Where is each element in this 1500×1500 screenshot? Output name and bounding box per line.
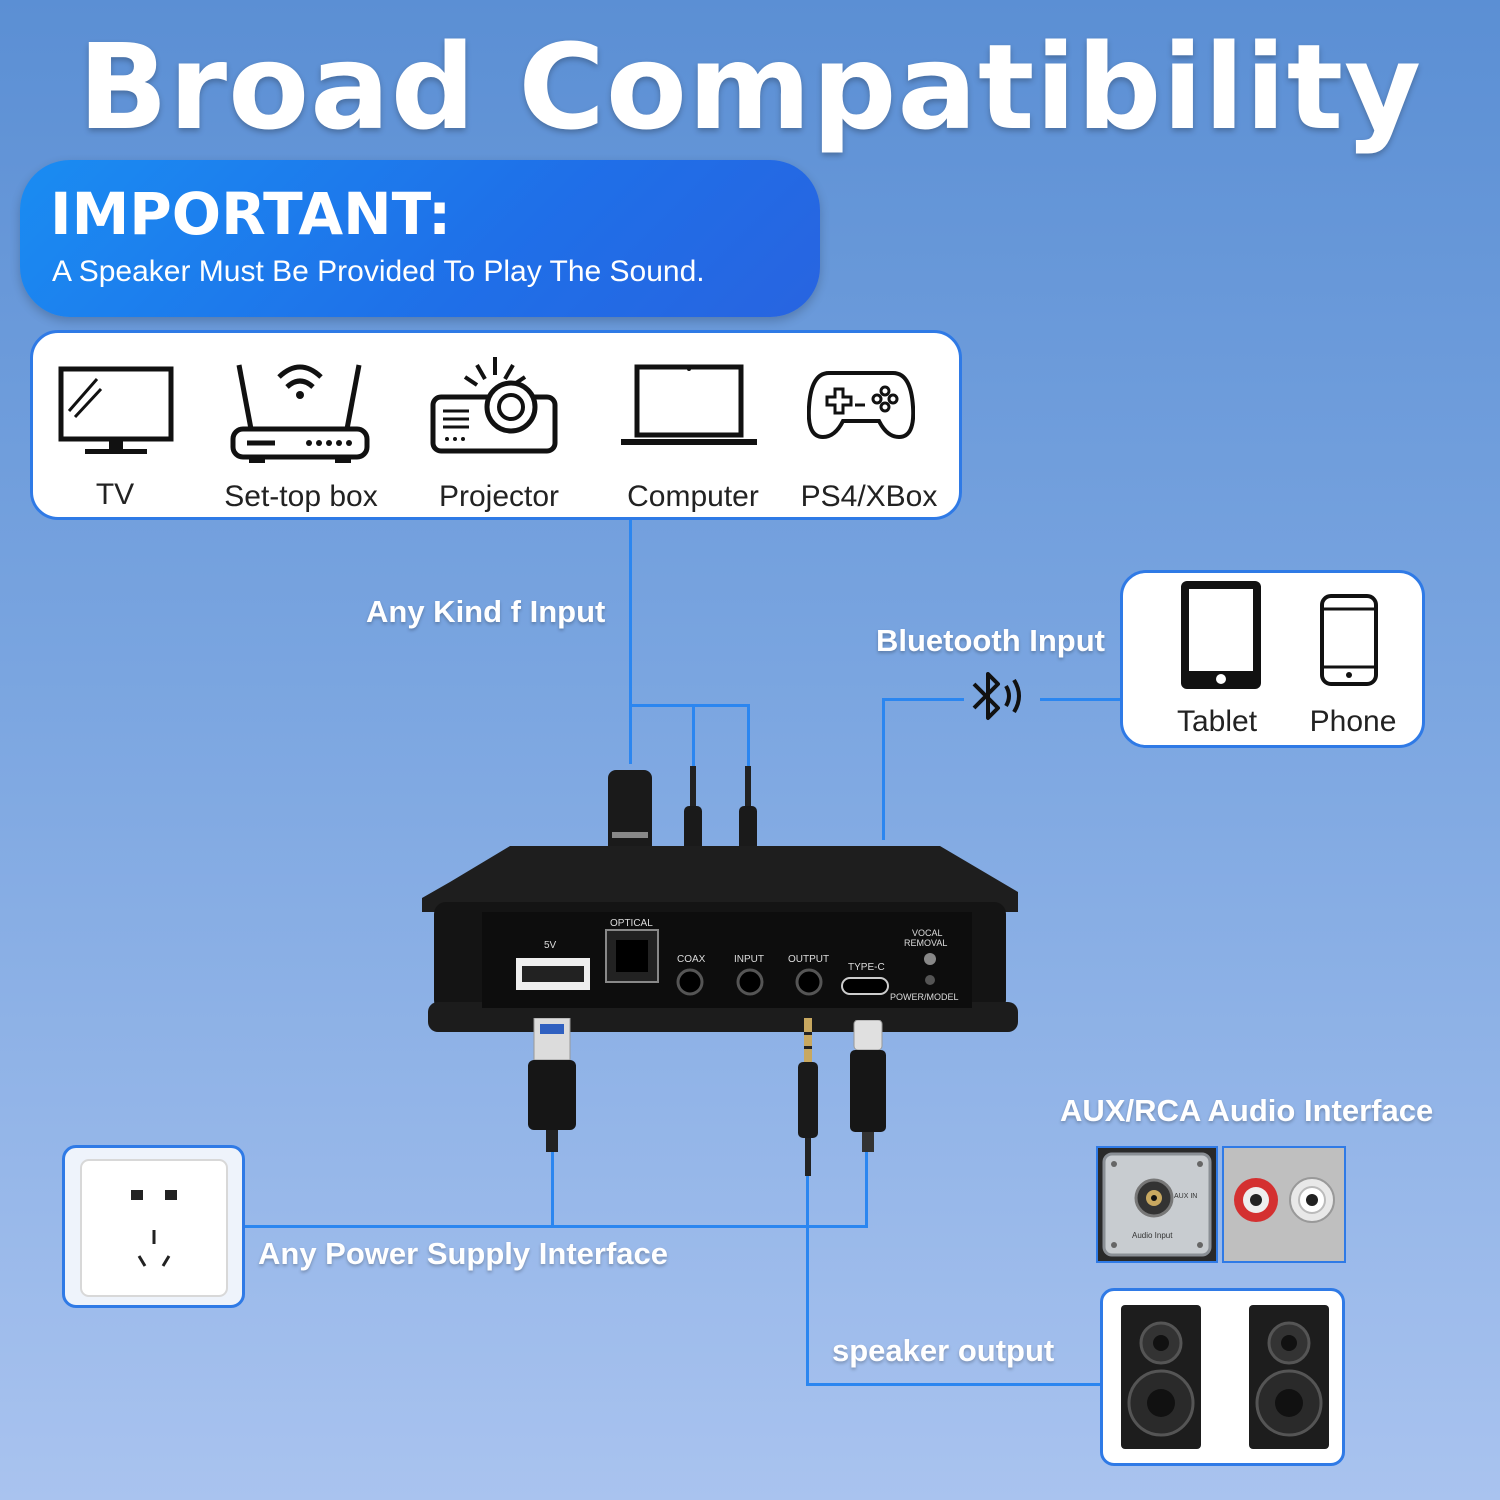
power-line-usb — [551, 1152, 554, 1228]
laptop-icon — [619, 363, 759, 449]
tablet-icon — [1179, 579, 1263, 691]
rca-panel — [1222, 1146, 1346, 1263]
input-line-branch-2 — [747, 704, 750, 766]
label-aux-rca: AUX/RCA Audio Interface — [1060, 1093, 1434, 1128]
aux-rca-panel: AUX IN Audio Input — [1096, 1146, 1346, 1263]
important-heading: IMPORTANT: — [50, 180, 452, 248]
device-label-set-top-box: Set-top box — [224, 480, 378, 513]
speaker-icon-right — [1247, 1303, 1331, 1451]
gamepad-icon — [807, 367, 915, 441]
label-bluetooth-input: Bluetooth Input — [876, 623, 1105, 658]
port-label-vocal: VOCAL — [912, 928, 943, 938]
device-label-computer: Computer — [627, 480, 759, 513]
bluetooth-devices-panel: Tablet Phone — [1120, 570, 1425, 748]
important-banner: IMPORTANT: A Speaker Must Be Provided To… — [20, 160, 820, 317]
aux-in-label: AUX IN — [1174, 1193, 1198, 1200]
speaker-line-horizontal — [806, 1383, 1102, 1386]
tv-icon — [57, 365, 175, 457]
label-speaker-output: speaker output — [832, 1333, 1055, 1368]
projector-icon — [429, 355, 559, 459]
input-line-branch-1 — [692, 704, 695, 766]
aux-in-panel — [1096, 1146, 1218, 1263]
port-label-optical: OPTICAL — [610, 918, 653, 929]
router-icon — [229, 349, 371, 467]
port-label-input: INPUT — [734, 954, 764, 965]
aux-output-plug-icon — [796, 1018, 820, 1176]
phone-icon — [1319, 593, 1379, 687]
wall-socket-panel — [62, 1145, 245, 1308]
device-label-tablet: Tablet — [1176, 705, 1258, 738]
power-line-type-c — [865, 1152, 868, 1228]
speaker-icon-left — [1119, 1303, 1203, 1451]
input-line — [629, 520, 632, 764]
device-label-ps4-xbox: PS4/XBox — [800, 480, 938, 513]
type-c-plug-icon — [850, 1020, 886, 1152]
label-any-input: Any Kind f Input — [366, 594, 606, 629]
device-label-projector: Projector — [438, 480, 560, 513]
port-label-type-c: TYPE-C — [848, 962, 885, 973]
power-line-horizontal — [244, 1225, 868, 1228]
port-label-output: OUTPUT — [788, 954, 830, 965]
audio-input-label: Audio Input — [1132, 1231, 1173, 1240]
rca-jacks-icon — [1234, 1177, 1335, 1223]
input-line-horizontal — [629, 704, 750, 707]
speaker-line-vertical — [806, 1176, 809, 1386]
port-label-5v: 5V — [544, 940, 557, 951]
input-devices-panel: TV Set-top box — [30, 330, 962, 520]
port-label-removal: REMOVAL — [904, 938, 948, 948]
bluetooth-line-left — [882, 698, 964, 701]
label-power-supply: Any Power Supply Interface — [258, 1236, 668, 1271]
audio-device — [420, 842, 1020, 1037]
port-label-power-model: POWER/MODEL — [890, 992, 959, 1002]
page-title: Broad Compatibility — [77, 18, 1423, 156]
important-text: A Speaker Must Be Provided To Play The S… — [52, 255, 705, 288]
port-label-coax: COAX — [677, 954, 706, 965]
bluetooth-icon — [968, 668, 1030, 724]
bluetooth-line-right — [1040, 698, 1120, 701]
device-label-phone: Phone — [1309, 705, 1397, 738]
device-label-tv: TV — [95, 478, 135, 511]
speakers-panel — [1100, 1288, 1345, 1466]
wall-socket-icon — [79, 1158, 229, 1298]
usb-plug-icon — [528, 1018, 576, 1152]
bluetooth-line-vertical — [882, 698, 885, 840]
